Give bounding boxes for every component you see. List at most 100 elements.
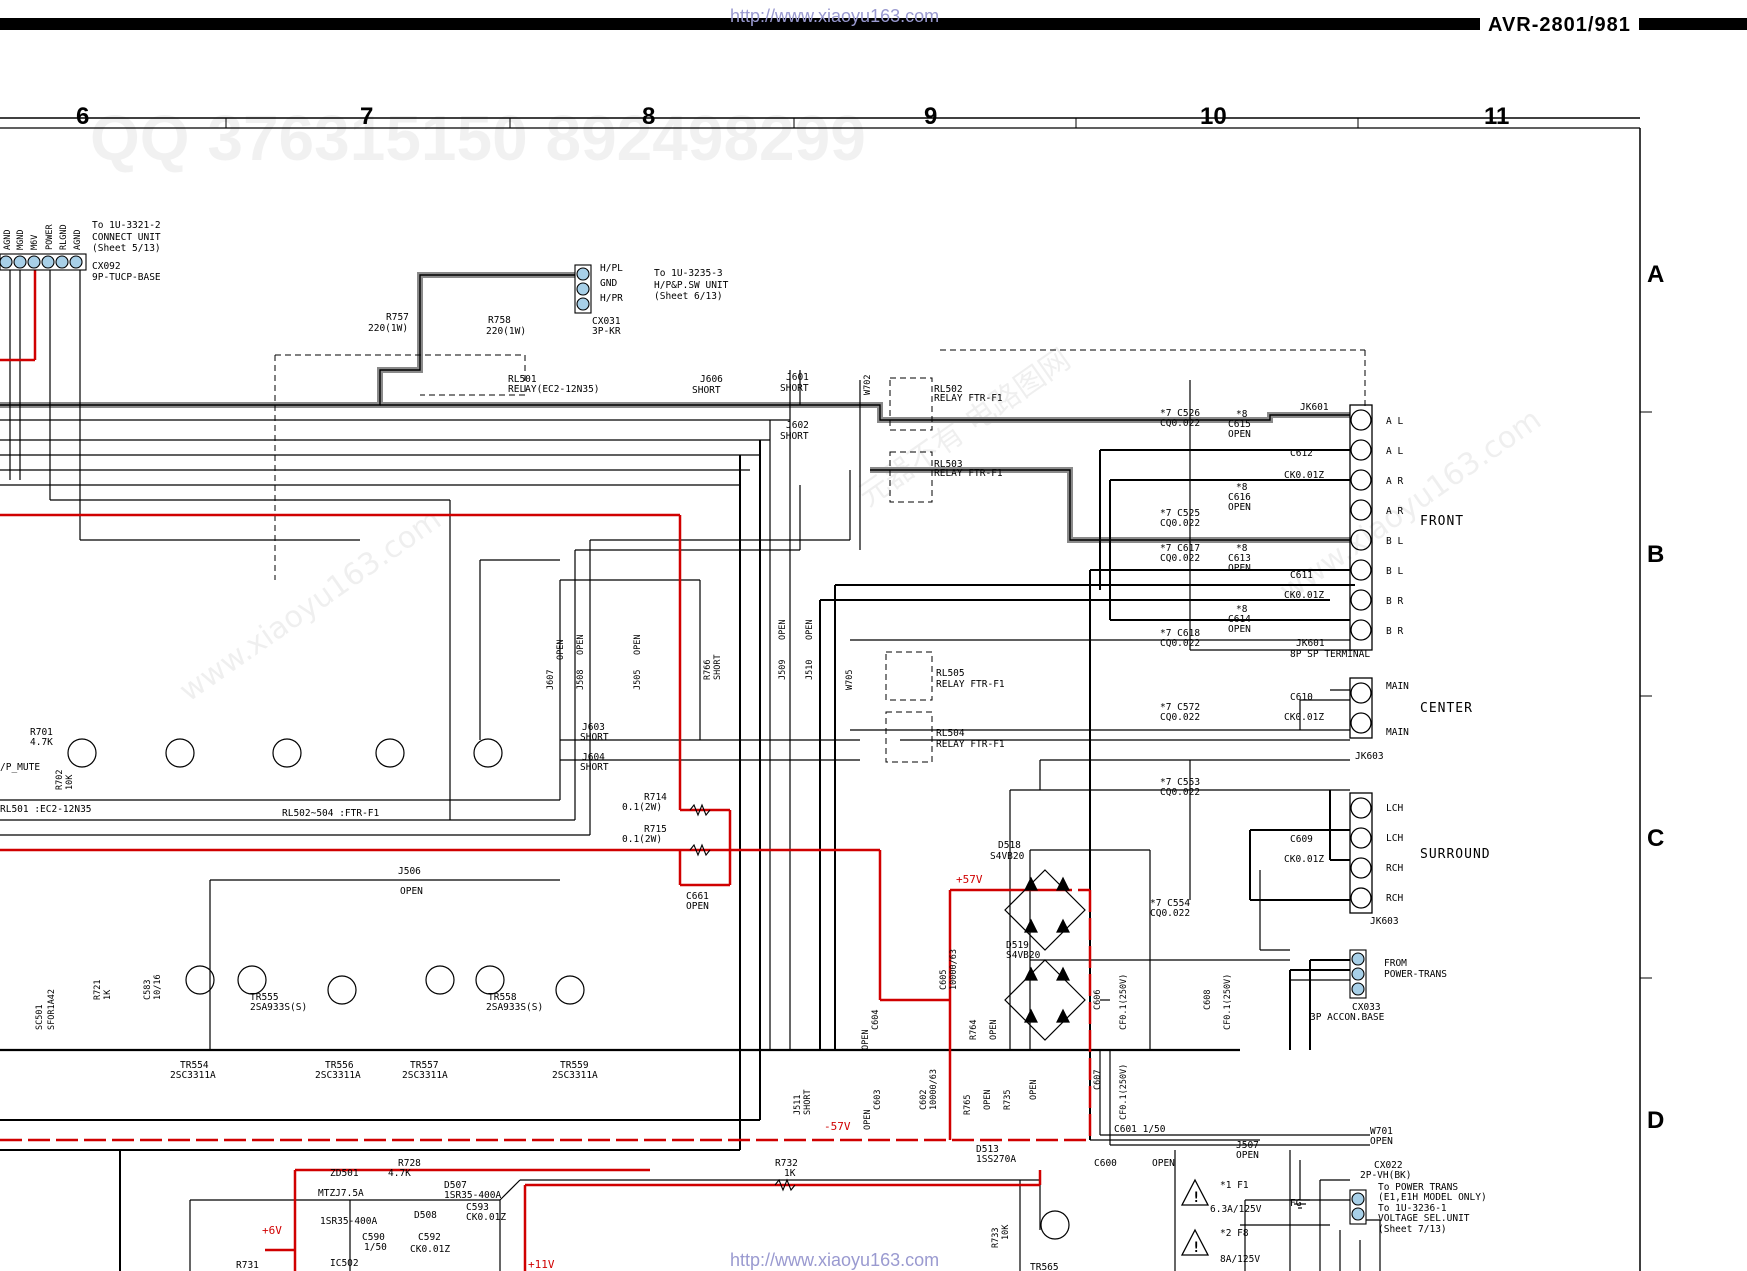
c661-state: OPEN — [686, 901, 709, 912]
cx092-connector — [0, 253, 87, 271]
c616-star: *8 — [1236, 482, 1248, 493]
w702-label: W702 — [863, 375, 873, 395]
resistor-r732 — [774, 1178, 796, 1192]
sc501-ref: SC501 — [35, 1004, 45, 1030]
r766-state: SHORT — [713, 654, 723, 680]
header-bar-end — [1720, 18, 1747, 30]
j603-ref: J603 — [582, 722, 605, 733]
c601-label: C601 1/50 — [1114, 1124, 1166, 1135]
r735-ref: R735 — [1003, 1090, 1013, 1110]
r758-ref: R758 — [488, 315, 511, 326]
cx022-to-5: (Sheet 7/13) — [1378, 1224, 1447, 1235]
r764-state: OPEN — [989, 1020, 999, 1040]
jk601-ref: JK601 — [1296, 638, 1325, 649]
cx031-ref: CX031 — [592, 316, 621, 327]
f1-ref: *1 F1 — [1220, 1180, 1249, 1191]
c616-ref: C616 — [1228, 492, 1251, 503]
plus6-label: +6V — [262, 1224, 282, 1237]
c553-ref: *7 C553 — [1160, 777, 1200, 788]
c609-value: CK0.01Z — [1284, 854, 1324, 865]
c525-ref: *7 C525 — [1160, 508, 1200, 519]
d507-left-value: 1SR35-400A — [320, 1216, 377, 1227]
cx022-ref: CX022 — [1374, 1160, 1403, 1171]
rl505-ref: RL505 — [936, 668, 965, 679]
svg-text:AGND: AGND — [3, 230, 13, 250]
ic502-label: IC502 — [330, 1258, 359, 1269]
rl502-ref: RL502 — [934, 384, 963, 395]
column-label-6: 6 — [76, 103, 89, 130]
d513-value: 1SS270A — [976, 1154, 1016, 1165]
site-watermark: www.xiaoyu163.com — [173, 502, 448, 709]
c612-value: CK0.01Z — [1284, 470, 1324, 481]
c608-value: CF0.1(250V) — [1223, 974, 1233, 1030]
warning-mark: ! — [1192, 1190, 1200, 1206]
f1-value: 6.3A/125V — [1210, 1204, 1262, 1215]
r765-state: OPEN — [983, 1090, 993, 1110]
r721-ref: R721 — [93, 980, 103, 1000]
j505-state: OPEN — [633, 635, 643, 655]
j510-ref: J510 — [805, 660, 815, 680]
cn-watermark: 元器不有 电路图网 — [853, 342, 1077, 514]
front-pin-8: B R — [1386, 626, 1403, 637]
r733-ref: R733 — [991, 1228, 1001, 1248]
rl503-ref: RL503 — [934, 459, 963, 470]
w705-label: W705 — [845, 670, 855, 690]
c525-value: CQ0.022 — [1160, 518, 1200, 529]
center-group-label: CENTER — [1420, 701, 1473, 716]
column-label-7: 7 — [360, 103, 373, 130]
cx033-from-1: FROM — [1384, 958, 1407, 969]
c610-value: CK0.01Z — [1284, 712, 1324, 723]
surround-pin-4: RCH — [1386, 893, 1403, 904]
c605-value: 10000/63 — [949, 949, 959, 990]
c608-ref: C608 — [1203, 990, 1213, 1010]
cx031-connector — [574, 264, 592, 314]
d513-ref: D513 — [976, 1144, 999, 1155]
signal-wiring — [0, 260, 1381, 1271]
cx022-to-1: To POWER TRANS — [1378, 1182, 1458, 1193]
front-pin-5: B L — [1386, 536, 1403, 547]
svg-text:POWER: POWER — [45, 224, 55, 250]
svg-text:M6V: M6V — [30, 235, 40, 250]
center-pin-1: MAIN — [1386, 681, 1409, 692]
cx031-pin-hpl: H/PL — [600, 263, 623, 274]
c553-value: CQ0.022 — [1160, 787, 1200, 798]
c604-state: OPEN — [861, 1030, 871, 1050]
w701-state: OPEN — [1370, 1136, 1393, 1147]
rl503-type: RELAY FTR-F1 — [934, 468, 1003, 479]
model-title: AVR-2801/981 — [1480, 14, 1639, 37]
c615-star: *8 — [1236, 409, 1248, 420]
headphone-trace-core — [0, 274, 1350, 541]
tr558-ref: TR558 — [488, 992, 517, 1003]
r701-value: 4.7K — [30, 737, 53, 748]
c600-state: OPEN — [1152, 1158, 1175, 1169]
cx033-from-2: POWER-TRANS — [1384, 969, 1447, 980]
j508-state: OPEN — [576, 635, 586, 655]
r735-state: OPEN — [1029, 1080, 1039, 1100]
c617-ref: *7 C617 — [1160, 543, 1200, 554]
c603-state: OPEN — [863, 1110, 873, 1130]
d518-ref: D518 — [998, 840, 1021, 851]
r721-value: 1K — [103, 989, 113, 1000]
front-terminal-jk601 — [1349, 404, 1373, 651]
tr559-type: 2SC3311A — [552, 1070, 598, 1081]
j511-state: SHORT — [803, 1089, 813, 1115]
cx092-ref: CX092 — [92, 261, 121, 272]
cx022-to-3: To 1U-3236-1 — [1378, 1203, 1447, 1214]
r728-value: 4.7K — [388, 1168, 411, 1179]
c618-ref: *7 C618 — [1160, 628, 1200, 639]
column-label-10: 10 — [1200, 103, 1227, 130]
j604-state: SHORT — [580, 762, 609, 773]
c613-star: *8 — [1236, 543, 1248, 554]
r757-value: 220(1W) — [368, 323, 408, 334]
rl502-type: RELAY FTR-F1 — [934, 393, 1003, 404]
c605-ref: C605 — [939, 970, 949, 990]
plus11-label: +11V — [528, 1258, 555, 1271]
cx092-to-1: To 1U-3321-2 — [92, 220, 161, 231]
rl502-504-note: RL502~504 :FTR-F1 — [282, 808, 380, 819]
c572-value: CQ0.022 — [1160, 712, 1200, 723]
j602-ref: J602 — [786, 420, 809, 431]
j506-state: OPEN — [400, 886, 423, 897]
cx092-to-3: (Sheet 5/13) — [92, 243, 161, 254]
r732-value: 1K — [784, 1168, 796, 1179]
row-label-d: D — [1647, 1107, 1664, 1134]
